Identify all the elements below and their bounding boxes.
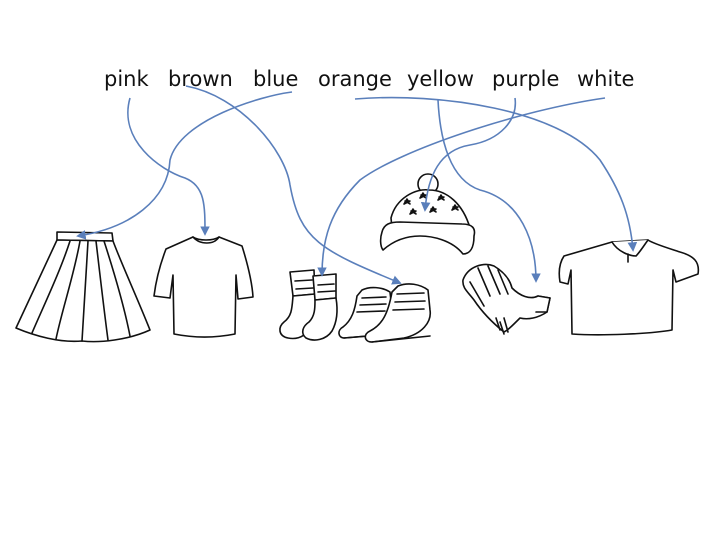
word-pink: pink	[104, 67, 149, 91]
word-orange: orange	[318, 67, 392, 91]
word-brown: brown	[168, 67, 233, 91]
socks-picture	[279, 269, 338, 341]
word-yellow: yellow	[407, 67, 475, 91]
tshirt-picture	[153, 236, 254, 338]
arrow-white	[317, 97, 606, 277]
word-white: white	[577, 67, 635, 91]
word-blue: blue	[253, 67, 299, 91]
hat-picture	[379, 173, 476, 255]
arrow-blue	[76, 91, 293, 240]
shoes-picture	[338, 283, 431, 343]
scarf-picture	[462, 263, 551, 335]
sweater-picture	[558, 239, 700, 336]
arrow-pink	[127, 97, 210, 236]
arrow-brown	[185, 85, 402, 285]
arrow-orange	[354, 96, 638, 252]
word-purple: purple	[492, 67, 560, 91]
arrow-yellow	[437, 99, 541, 283]
skirt-picture	[15, 231, 151, 343]
